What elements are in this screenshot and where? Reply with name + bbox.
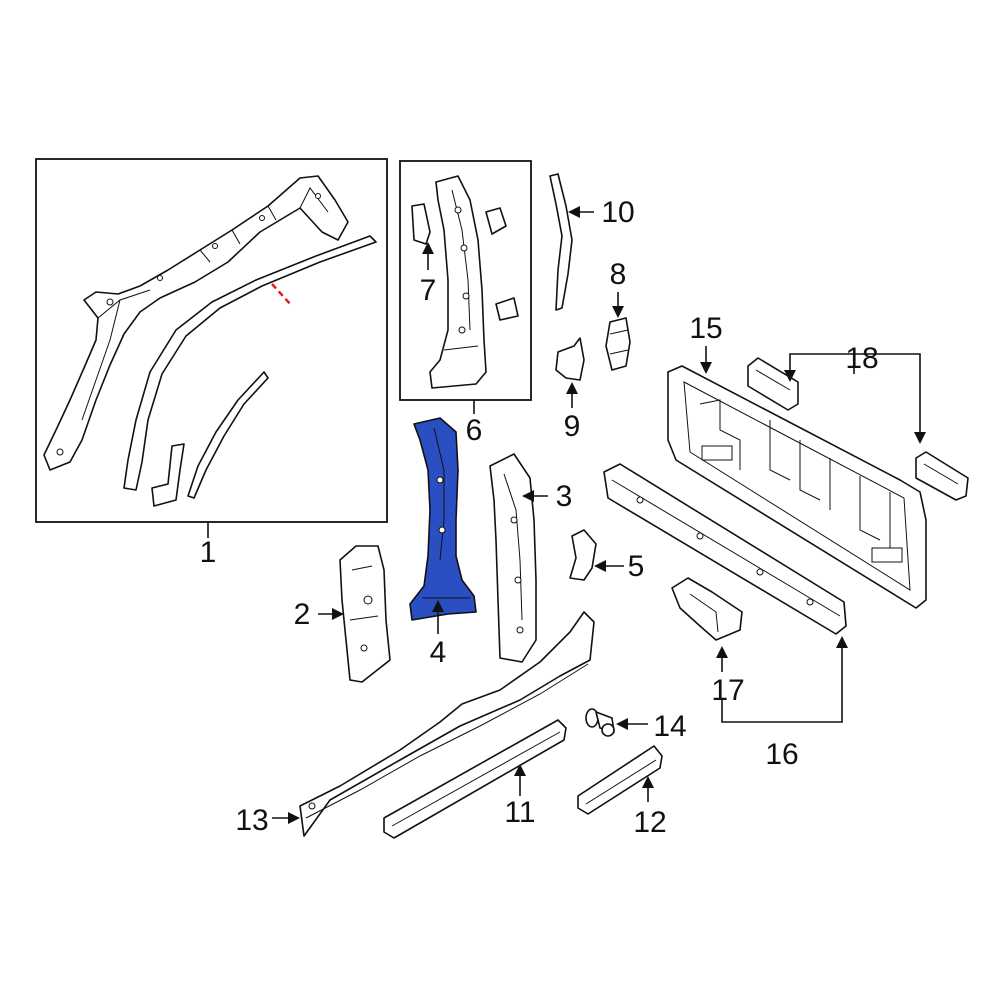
callout-14: 14 <box>653 710 686 743</box>
callout-11: 11 <box>504 796 535 829</box>
part-7-bracket[interactable] <box>411 203 431 245</box>
callout-7: 7 <box>420 274 437 307</box>
part-10-pillar-strip[interactable] <box>549 173 573 311</box>
part-2-pillar-panel[interactable] <box>339 545 391 683</box>
callout-5: 5 <box>628 550 645 583</box>
part-6-small-plate-b[interactable] <box>495 297 519 321</box>
part-6-pillar-inner[interactable] <box>429 175 487 389</box>
part-3-outer-pillar[interactable] <box>489 453 537 663</box>
callout-10: 10 <box>601 196 634 229</box>
callout-3: 3 <box>556 480 573 513</box>
callout-9: 9 <box>564 410 581 443</box>
callout-8: 8 <box>610 258 627 291</box>
part-6-small-plate-a[interactable] <box>485 207 507 235</box>
part-12-bracket[interactable] <box>577 745 663 815</box>
cut-line <box>271 283 293 307</box>
callout-4: 4 <box>430 636 447 669</box>
part-9-bracket[interactable] <box>555 337 585 381</box>
group-box-1 <box>35 158 388 523</box>
part-16-crossmember[interactable] <box>603 463 847 635</box>
part-8-bracket[interactable] <box>605 317 631 371</box>
callout-1: 1 <box>200 536 217 569</box>
part-4-center-pillar[interactable] <box>409 417 477 621</box>
part-5-bracket[interactable] <box>569 529 597 581</box>
callout-18: 18 <box>845 342 878 375</box>
group-box-6 <box>399 160 532 401</box>
part-15-back-panel[interactable] <box>667 365 927 609</box>
part-1-small-bracket[interactable] <box>151 443 185 507</box>
part-18-plate-b[interactable] <box>915 451 969 501</box>
callout-15: 15 <box>689 312 722 345</box>
callout-6: 6 <box>466 414 483 447</box>
part-18-plate-a[interactable] <box>747 357 799 411</box>
leader-lines <box>207 206 926 824</box>
callout-12: 12 <box>633 806 666 839</box>
callout-labels: 1 2 3 4 5 6 7 8 9 10 11 12 13 14 15 16 1… <box>200 196 879 839</box>
part-1-roof-side-rail[interactable] <box>43 175 349 471</box>
part-11-sill[interactable] <box>383 719 567 839</box>
part-13-rocker-panel[interactable] <box>299 611 595 837</box>
part-1-roof-rail-reinforcement[interactable] <box>123 235 377 491</box>
callout-13: 13 <box>235 804 268 837</box>
callout-17: 17 <box>711 674 744 707</box>
callout-16: 16 <box>765 738 798 771</box>
part-14-bolt[interactable] <box>585 708 615 737</box>
part-17-bracket[interactable] <box>671 577 743 641</box>
callout-2: 2 <box>294 598 311 631</box>
part-1-lower-trim-strip[interactable] <box>187 371 269 499</box>
